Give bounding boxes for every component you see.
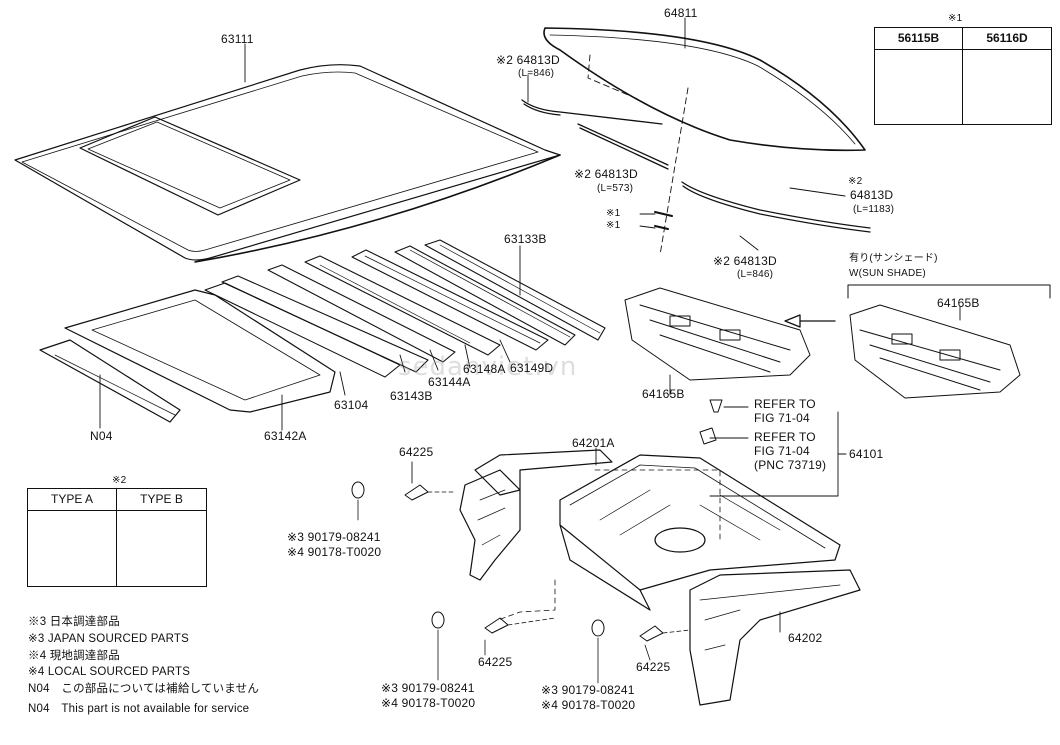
watermark: sedanviet.vn: [398, 352, 578, 382]
emblem-col1: 56115B: [875, 28, 963, 50]
label-refer2-b[interactable]: FIG 71-04: [754, 444, 810, 458]
label-64202[interactable]: 64202: [788, 631, 823, 645]
legend-line-6: N04 This part is not available for servi…: [28, 703, 250, 715]
package-tray-drawing: [459, 449, 613, 581]
label-mark1-b: ※1: [606, 220, 621, 231]
label-63148a[interactable]: 63148A: [463, 362, 506, 376]
label-refer2-a[interactable]: REFER TO: [754, 430, 816, 444]
leader-lines: [99, 17, 961, 633]
sunroof-frame-drawing: [39, 289, 336, 423]
label-64225-a[interactable]: 64225: [399, 445, 434, 459]
label-63142a[interactable]: 63142A: [264, 429, 307, 443]
label-fastener2-a[interactable]: ※3 90179-08241: [381, 681, 475, 695]
sunshade-module-drawing: [624, 287, 1021, 399]
label-sunshade-en: W(SUN SHADE): [849, 268, 926, 279]
label-64225-c[interactable]: 64225: [636, 660, 671, 674]
label-64813d-d[interactable]: ※2 64813D: [713, 254, 777, 268]
label-n04[interactable]: N04: [90, 429, 113, 443]
label-fastener1-b[interactable]: ※4 90178-T0020: [287, 545, 382, 559]
label-64813d-d-len: (L=846): [737, 269, 774, 280]
rear-glass-drawing: [543, 27, 866, 152]
legend-line-3: ※4 現地調達部品: [28, 650, 120, 662]
label-sunshade-jp: 有り(サンシェード): [849, 253, 938, 264]
label-64813d-c[interactable]: 64813D: [850, 188, 894, 202]
roof-panel-drawing: [14, 64, 561, 263]
label-refer1-b[interactable]: FIG 71-04: [754, 411, 810, 425]
emblem-col2: 56116D: [963, 28, 1051, 50]
label-63133b[interactable]: 63133B: [504, 232, 547, 246]
emblem-box: 56115B 56116D: [874, 27, 1052, 125]
label-64813d-c-mark: ※2: [848, 176, 863, 187]
label-64165b-b[interactable]: 64165B: [937, 296, 980, 310]
label-63111[interactable]: 63111: [221, 32, 254, 46]
type-col-a: TYPE A: [28, 489, 117, 511]
label-64813d-c-len: (L=1183): [853, 204, 895, 215]
fasteners-drawing: [351, 399, 723, 684]
emblem-box-mark: ※1: [948, 13, 963, 24]
label-64225-b[interactable]: 64225: [478, 655, 513, 669]
type-box-mark: ※2: [112, 475, 127, 486]
legend-line-1: ※3 日本調達部品: [28, 616, 120, 628]
roof-bows-drawing: [204, 239, 606, 378]
label-64101[interactable]: 64101: [849, 447, 884, 461]
type-col-b: TYPE B: [117, 489, 206, 511]
label-mark1-a: ※1: [606, 208, 621, 219]
label-63144a[interactable]: 63144A: [428, 375, 471, 389]
side-member-drawing: [689, 569, 861, 706]
rear-panel-drawing: [497, 454, 841, 621]
legend-line-4: ※4 LOCAL SOURCED PARTS: [28, 666, 191, 678]
label-fastener1-a[interactable]: ※3 90179-08241: [287, 530, 381, 544]
label-63149d[interactable]: 63149D: [510, 361, 554, 375]
legend-line-5: N04 この部品については補給していません: [28, 683, 260, 695]
label-64813d-a-len: (L=846): [518, 68, 555, 79]
molding-strips-drawing: [521, 54, 871, 256]
label-64165b-a[interactable]: 64165B: [642, 387, 685, 401]
label-63104[interactable]: 63104: [334, 398, 369, 412]
emblem-cell-1: [875, 50, 963, 124]
label-63143b[interactable]: 63143B: [390, 389, 433, 403]
label-64813d-a[interactable]: ※2 64813D: [496, 53, 560, 67]
type-box: TYPE A TYPE B: [27, 488, 207, 587]
label-refer2-c[interactable]: (PNC 73719): [754, 458, 827, 472]
label-refer1-a[interactable]: REFER TO: [754, 397, 816, 411]
label-64813d-b[interactable]: ※2 64813D: [574, 167, 638, 181]
label-fastener3-a[interactable]: ※3 90179-08241: [541, 683, 635, 697]
arrow-icon: [784, 314, 836, 328]
sunshade-bracket: [847, 284, 1051, 299]
label-fastener3-b[interactable]: ※4 90178-T0020: [541, 698, 636, 712]
label-64813d-b-len: (L=573): [597, 183, 634, 194]
type-cell-a: [28, 511, 117, 586]
label-64201a[interactable]: 64201A: [572, 436, 615, 450]
legend-line-2: ※3 JAPAN SOURCED PARTS: [28, 633, 190, 645]
label-fastener2-b[interactable]: ※4 90178-T0020: [381, 696, 476, 710]
label-64811[interactable]: 64811: [664, 6, 698, 20]
